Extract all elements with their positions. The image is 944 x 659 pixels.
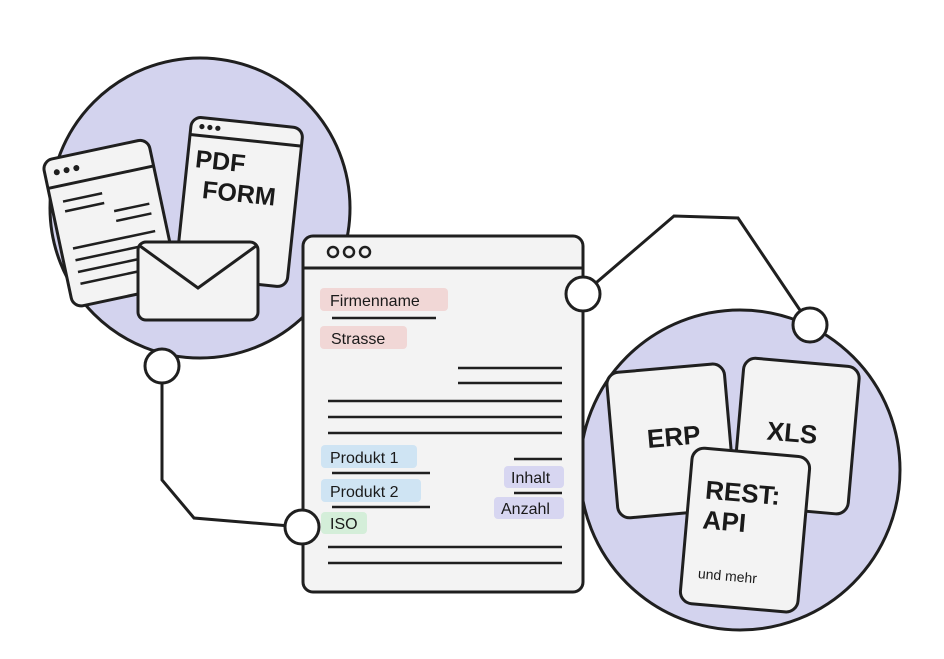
field-produkt-2: Produkt 2: [330, 484, 399, 501]
rest-label: REST:: [704, 475, 781, 511]
field-highlight: [504, 466, 564, 488]
connector-left: [160, 366, 303, 529]
field-highlight: [321, 445, 417, 468]
field-highlight: [321, 479, 421, 502]
pdf-label: PDF: [194, 145, 247, 178]
envelope-icon: [136, 240, 260, 322]
window-dot-icon: [358, 245, 372, 259]
connector-node-right-circle: [791, 306, 829, 344]
field-highlight: [320, 288, 448, 311]
field-highlight: [321, 512, 367, 534]
field-produkt-1: Produkt 1: [330, 450, 399, 467]
connector-right: [582, 214, 812, 326]
connector-node-doc-left: [283, 508, 321, 546]
erp-label: ERP: [646, 419, 702, 454]
field-anzahl: Anzahl: [501, 501, 550, 518]
field-iso: ISO: [330, 516, 358, 533]
api-label: API: [701, 504, 747, 538]
field-inhalt: Inhalt: [511, 470, 551, 487]
field-firmenname: Firmenname: [330, 293, 420, 310]
field-highlight: [494, 497, 564, 519]
connector-node-left-circle: [143, 347, 181, 385]
input-sources-group: PDF FORM: [42, 56, 352, 385]
target-systems-group: ERP XLS REST: API und mehr: [578, 306, 902, 632]
rest-api-card: REST: API und mehr: [678, 446, 812, 614]
und-mehr-label: und mehr: [697, 565, 758, 586]
field-highlight: [320, 326, 407, 349]
connector-node-doc-right: [564, 275, 602, 313]
field-strasse: Strasse: [331, 331, 385, 348]
document-window: Firmenname Strasse Produkt 1 Produkt 2 I…: [301, 234, 585, 594]
window-dot-icon: [326, 245, 340, 259]
window-dot-icon: [342, 245, 356, 259]
xls-label: XLS: [766, 416, 819, 450]
